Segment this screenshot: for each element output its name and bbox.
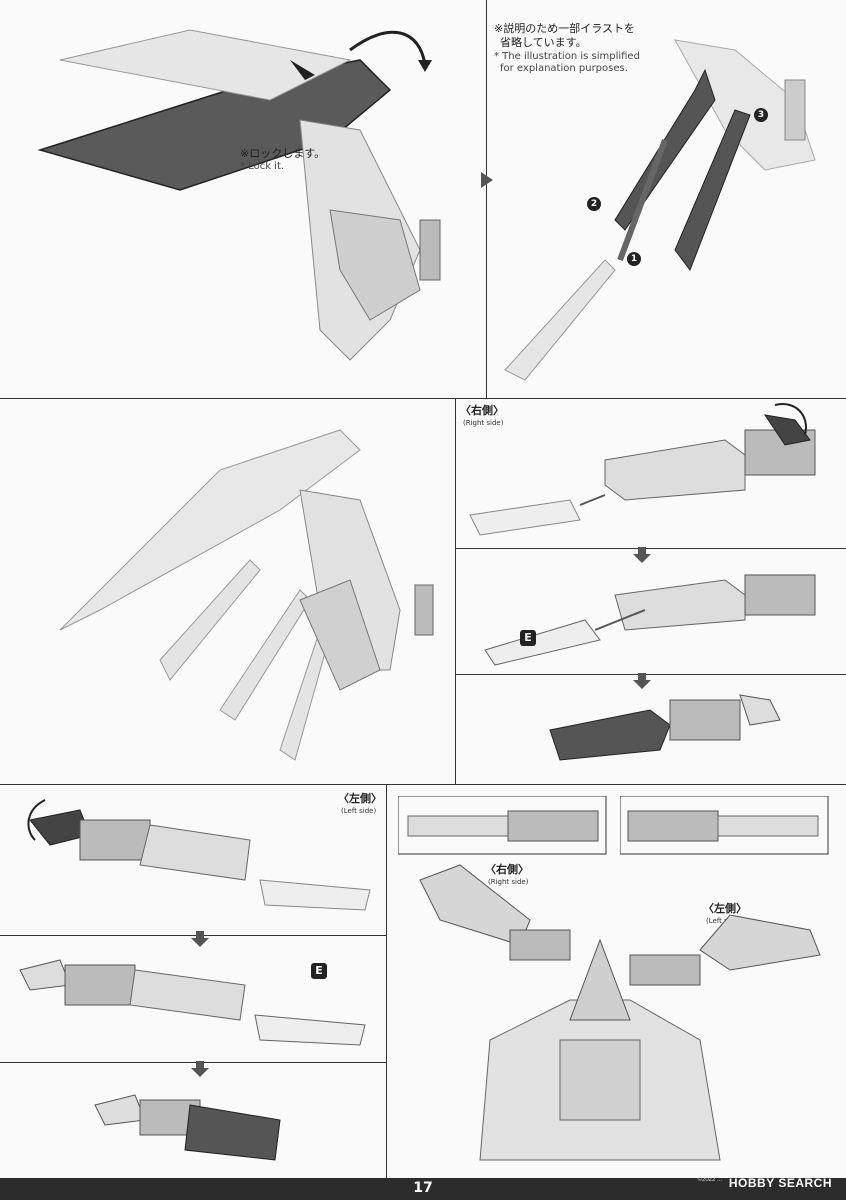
right-side-label-jp-2: 〈右側〉 xyxy=(485,863,529,876)
watermark-small: ©2022 ... xyxy=(697,1177,722,1183)
simplified-note-en-1: * The illustration is simplified xyxy=(494,51,640,62)
simplified-note-jp-2: 省略しています。 xyxy=(500,36,587,49)
left-saw-step-2 xyxy=(19,959,366,1046)
right-saw-step-2 xyxy=(484,574,816,666)
right-saw-step-3 xyxy=(549,694,781,761)
divider-mid-right-2 xyxy=(455,674,846,675)
step-down-arrow-icon-4 xyxy=(191,1061,209,1077)
divider-col-mid xyxy=(455,398,456,784)
lock-note-jp: ※ロックします。 xyxy=(240,147,326,160)
step-down-arrow-icon-3 xyxy=(191,931,209,947)
step-3-marker: 3 xyxy=(754,108,768,122)
wing-illustration-1 xyxy=(37,29,441,361)
robot-assembly-illustration xyxy=(419,864,821,1161)
divider-col-top xyxy=(486,0,487,398)
right-side-label-en-2: (Right side) xyxy=(488,878,529,886)
step-down-arrow-icon-2 xyxy=(633,673,651,689)
simplified-note-en-2: for explanation purposes. xyxy=(500,63,628,74)
lock-note-en: * Lock it. xyxy=(240,161,285,172)
right-side-label-jp: 〈右側〉 xyxy=(460,404,504,417)
right-side-label-en: (Right side) xyxy=(463,419,504,427)
wing-illustration-3 xyxy=(59,429,434,761)
step-down-arrow-icon-1 xyxy=(633,547,651,563)
right-saw-step-1 xyxy=(469,403,816,536)
step-arrow-right-icon xyxy=(481,172,493,188)
right-saw-closeup xyxy=(398,796,607,855)
divider-bot-left-1 xyxy=(0,935,386,936)
divider-row1 xyxy=(0,398,846,399)
divider-row2 xyxy=(0,784,846,785)
part-badge-right: E xyxy=(520,630,536,646)
left-saw-closeup xyxy=(620,796,829,855)
step-1-marker: 1 xyxy=(627,252,641,266)
left-side-label-jp-2: 〈左側〉 xyxy=(703,902,747,915)
divider-bot-left-2 xyxy=(0,1062,386,1063)
left-saw-step-1 xyxy=(27,799,371,911)
simplified-note-jp-1: ※説明のため一部イラストを xyxy=(494,22,635,35)
footer-bar xyxy=(0,1178,846,1200)
divider-mid-right-1 xyxy=(455,548,846,549)
divider-col-bot xyxy=(386,784,387,1178)
part-badge-left: E xyxy=(311,963,327,979)
wing-illustration-2 xyxy=(504,39,816,381)
step-2-marker: 2 xyxy=(587,197,601,211)
left-side-label-en-2: (Left side) xyxy=(706,917,742,925)
hobby-search-watermark: HOBBY SEARCH xyxy=(728,1176,832,1190)
left-side-label-jp: 〈左側〉 xyxy=(338,792,382,805)
page-number: 17 xyxy=(413,1180,433,1196)
left-side-label-en: (Left side) xyxy=(341,807,377,815)
left-saw-step-3 xyxy=(94,1094,281,1161)
